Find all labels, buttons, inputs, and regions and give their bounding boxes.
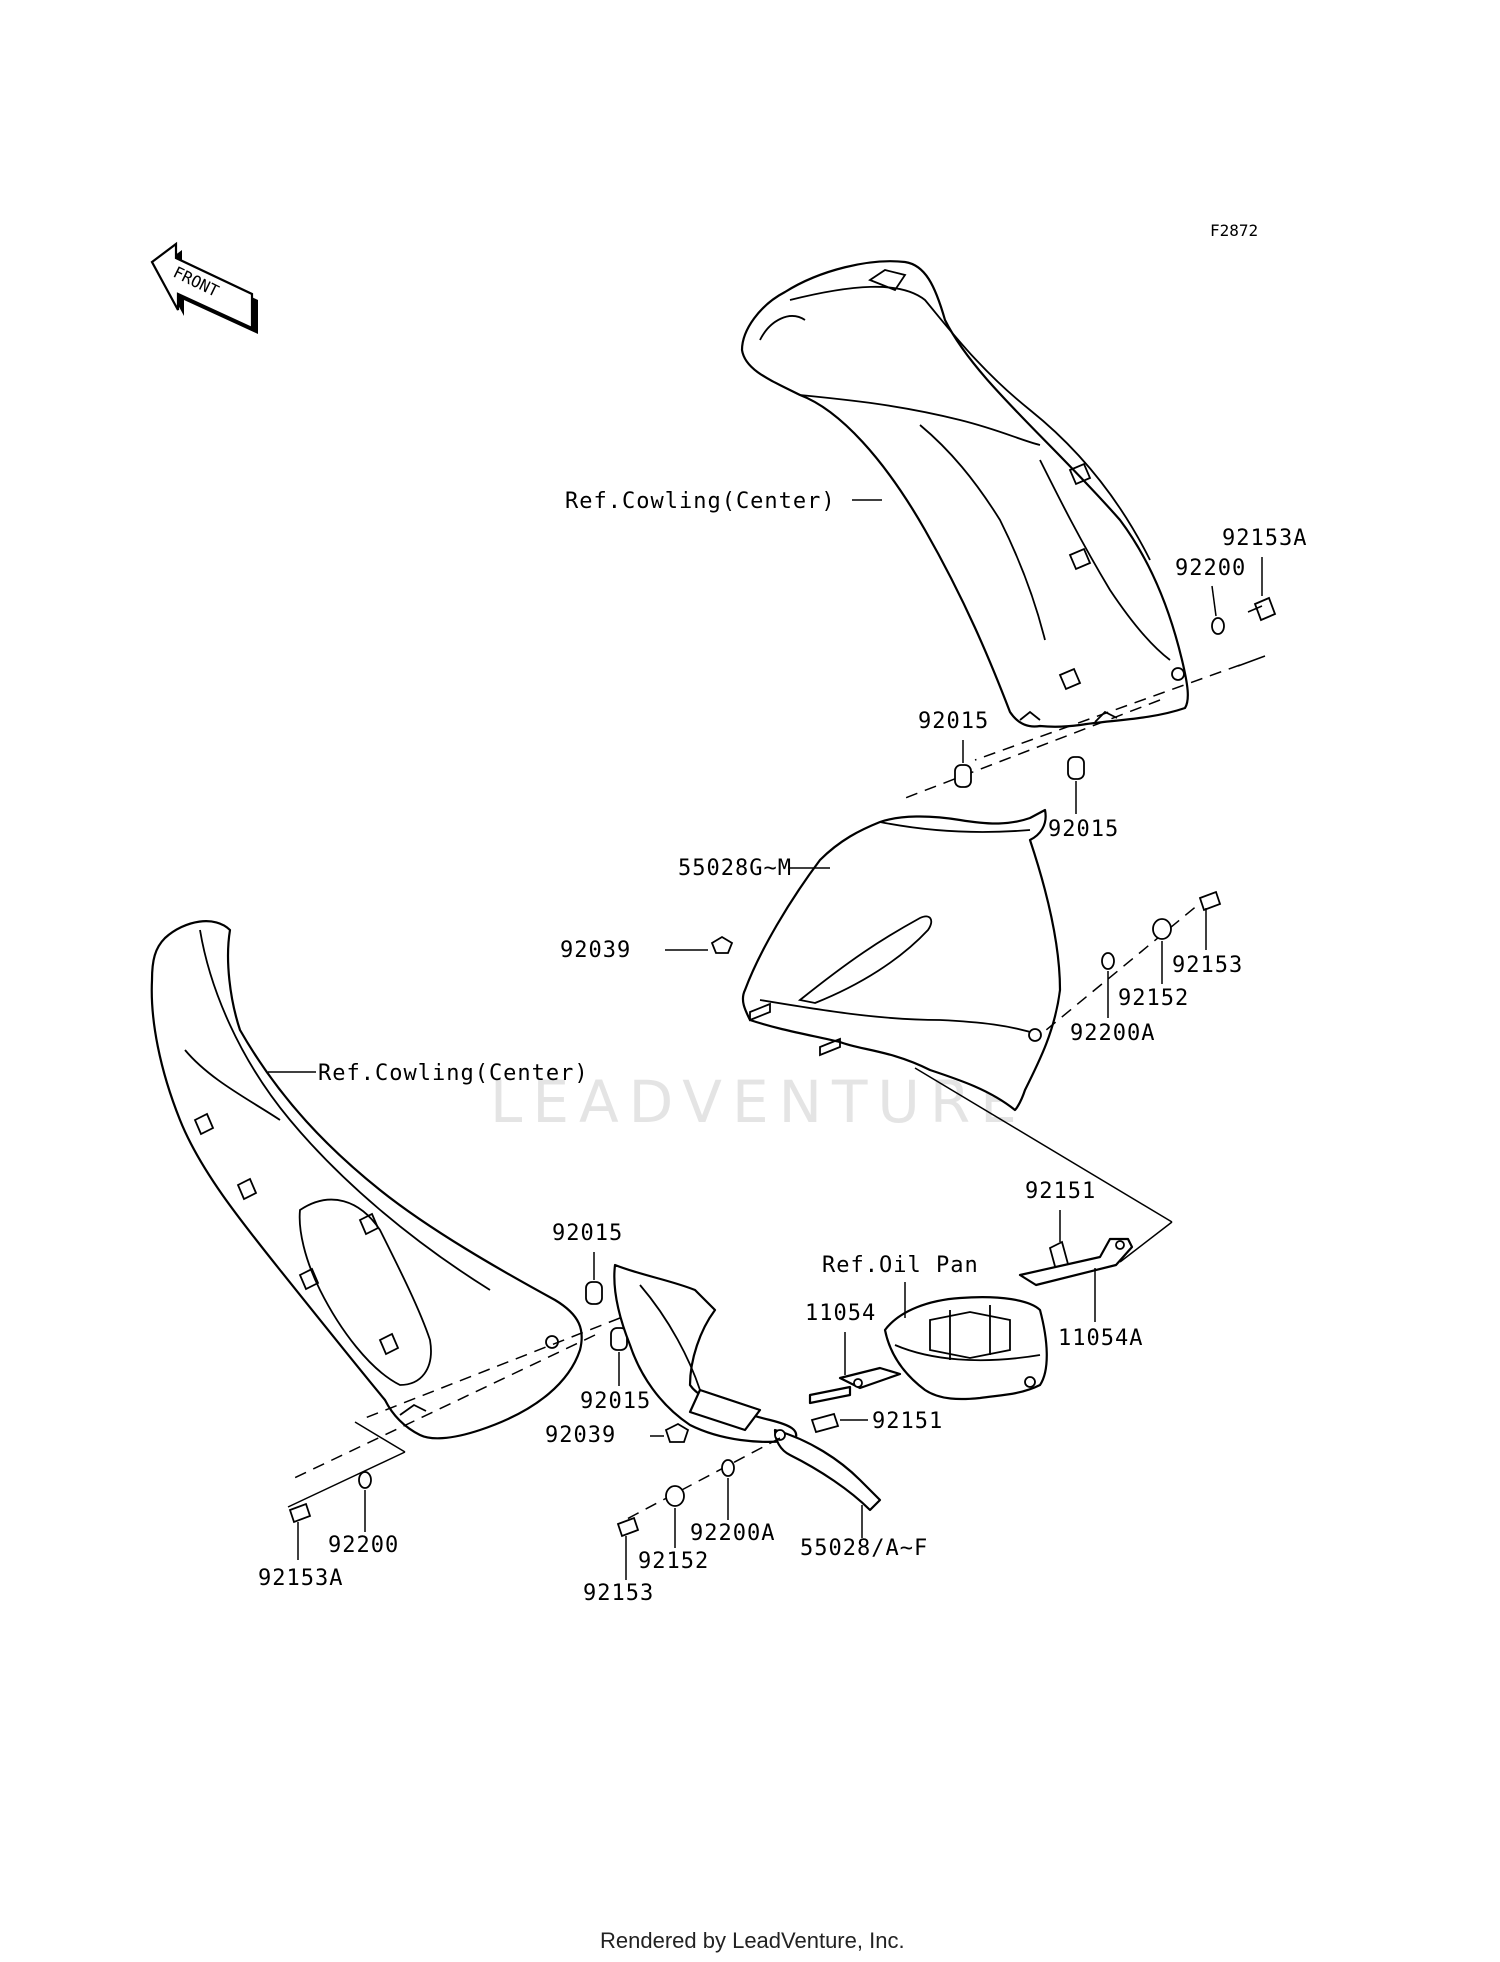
washer-92152-bottom [665, 1485, 685, 1507]
part-92039-top: 92039 [560, 938, 631, 963]
bolt-92153-top [1198, 890, 1222, 912]
bolt-92153A-top [1237, 596, 1277, 667]
collar-92015-a [954, 764, 972, 788]
clip-92039-top [710, 935, 734, 954]
ref-oil-pan: Ref.Oil Pan [822, 1253, 979, 1278]
washer-92152-top [1152, 918, 1172, 940]
part-92152-bottom: 92152 [638, 1549, 709, 1574]
part-92015-c: 92015 [552, 1221, 623, 1246]
part-92200-top: 92200 [1175, 556, 1246, 581]
washer-92200-bottom [358, 1471, 372, 1489]
footer-credit: Rendered by LeadVenture, Inc. [600, 1928, 905, 1953]
part-92153A-top: 92153A [1222, 526, 1307, 551]
lower-bracket-55028AF [613, 1263, 882, 1512]
lower-cowl-55028G [741, 808, 1062, 1112]
oil-pan-ref [883, 1296, 1048, 1401]
part-92039-bottom: 92039 [545, 1423, 616, 1448]
part-92200A-bottom: 92200A [690, 1521, 775, 1546]
part-92200-bottom: 92200 [328, 1533, 399, 1558]
collar-92015-c [585, 1281, 603, 1305]
part-92153-bottom: 92153 [583, 1581, 654, 1606]
part-55028AF: 55028/A~F [800, 1536, 928, 1561]
bolt-92153A-bottom [288, 1502, 312, 1524]
clip-92039-bottom [664, 1422, 690, 1443]
part-92153A-bottom: 92153A [258, 1566, 343, 1591]
part-92151-bottom: 92151 [872, 1409, 943, 1434]
bracket-11054 [808, 1366, 902, 1405]
part-92015-b: 92015 [1048, 817, 1119, 842]
bolt-92151-bottom [810, 1412, 840, 1434]
part-92153-top: 92153 [1172, 953, 1243, 978]
diagram-code: F2872 [1210, 221, 1258, 240]
part-92015-d: 92015 [580, 1389, 651, 1414]
part-92015-a: 92015 [918, 709, 989, 734]
part-92200A-top: 92200A [1070, 1021, 1155, 1046]
washer-92200-top [1211, 617, 1225, 635]
part-11054: 11054 [805, 1301, 876, 1326]
bolt-92153-bottom [616, 1516, 640, 1538]
washer-92200A-bottom [721, 1459, 735, 1477]
part-92152-top: 92152 [1118, 986, 1189, 1011]
part-55028G: 55028G~M [678, 856, 792, 881]
ref-cowling-center-lower: Ref.Cowling(Center) [318, 1061, 589, 1086]
part-92151-top: 92151 [1025, 1179, 1096, 1204]
front-arrow-icon: FRONT [150, 241, 258, 334]
washer-92200A-top [1101, 952, 1115, 970]
ref-cowling-center-upper: Ref.Cowling(Center) [565, 489, 836, 514]
collar-92015-b [1067, 756, 1085, 780]
bracket-11054A [1018, 1237, 1134, 1287]
watermark: LEADVENTURE [490, 1068, 1027, 1136]
part-11054A: 11054A [1058, 1326, 1143, 1351]
cowling-center-lower [150, 920, 583, 1440]
